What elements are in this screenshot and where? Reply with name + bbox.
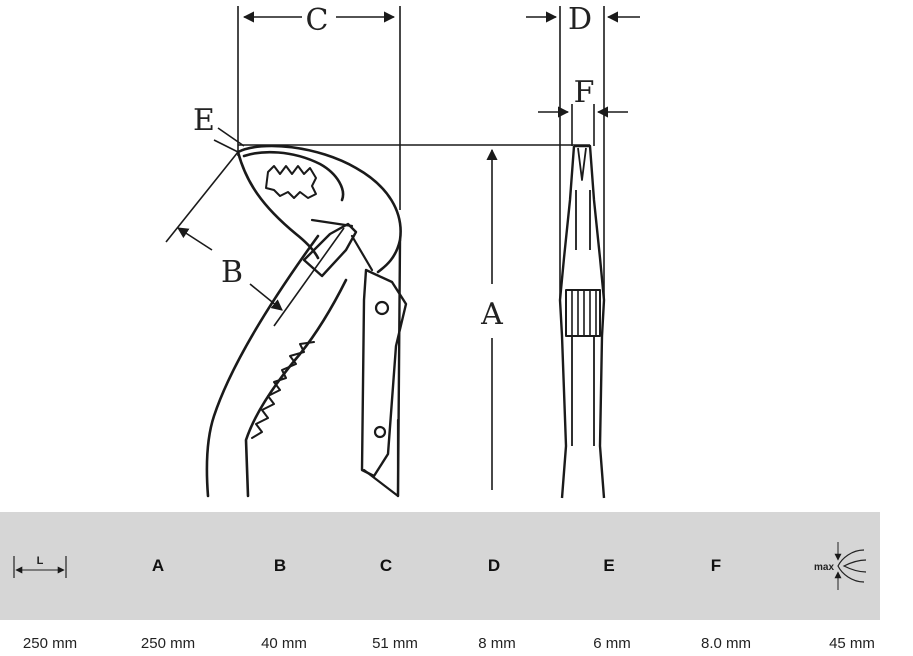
header-max-cell: max [800,512,880,620]
header-b: B [273,556,287,575]
length-icon: L [13,555,67,578]
svg-text:L: L [37,555,44,567]
dimension-lines [165,6,640,490]
dimension-label-f: F [574,75,595,110]
pliers-front-view [558,144,606,499]
dimension-label-e: E [193,103,215,138]
pliers-dimension-drawing: C D F E B A [165,2,640,499]
svg-text:max: max [814,562,834,573]
value-a: 250 mm [140,634,196,652]
header-d: D [487,556,501,575]
dimension-label-d: D [568,2,592,37]
value-c: 51 mm [372,634,418,652]
header-a: A [151,556,165,575]
header-e: E [603,556,615,575]
value-d: 8 mm [478,634,516,652]
dimension-label-b: B [221,255,243,290]
max-jaw-opening-icon: max [814,542,867,590]
header-c: C [379,556,393,575]
dimension-label-a: A [480,297,503,332]
header-f: F [710,556,722,575]
value-b: 40 mm [261,634,307,652]
header-length-cell: L [0,512,80,620]
value-e: 6 mm [593,634,631,652]
value-max-opening: 45 mm [829,634,875,652]
spec-table-header: L A B C D E F max [0,512,880,620]
value-f: 8.0 mm [700,634,751,652]
dimension-label-c: C [306,3,329,38]
value-length: 250 mm [22,634,78,652]
pliers-side-view [205,144,408,498]
